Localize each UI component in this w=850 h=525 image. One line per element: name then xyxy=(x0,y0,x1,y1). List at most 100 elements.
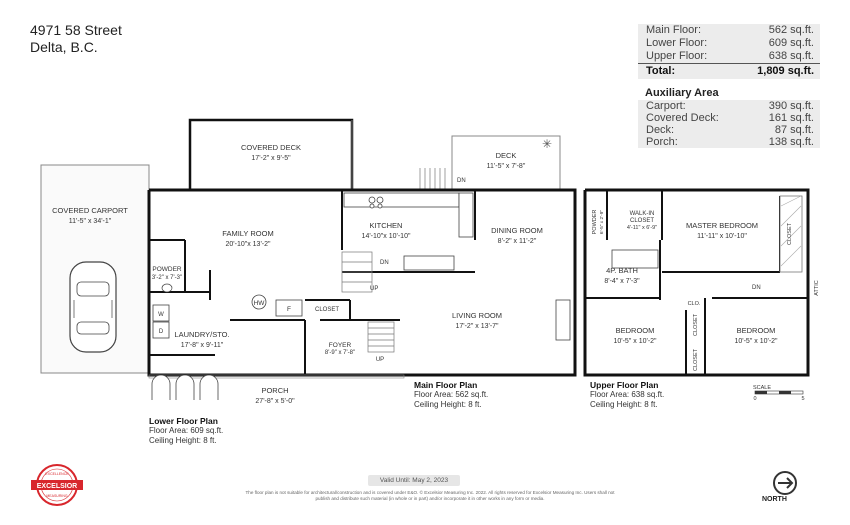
aux-value: 390 sq.ft. xyxy=(768,100,814,112)
area-label: Upper Floor: xyxy=(646,50,708,62)
area-label: Lower Floor: xyxy=(646,37,708,49)
dryer-icon xyxy=(152,321,170,339)
powder-lower-dim: 3'-2" x 7'-3" xyxy=(152,275,182,281)
deck-stairs xyxy=(419,168,446,190)
dining-name: DINING ROOM xyxy=(491,226,543,235)
main-floor-ceiling: Ceiling Height: 8 ft. xyxy=(414,400,482,409)
covered-deck-dim: 17'-2" x 9'-5" xyxy=(251,155,291,162)
powder-upper-dim: 6'-5" x 2'-9" xyxy=(599,210,605,234)
scale-bar: SCALE 0 5 xyxy=(753,385,805,402)
aux-row: Covered Deck: 161 sq.ft. xyxy=(638,112,820,124)
scale-min: 0 xyxy=(753,396,756,402)
total-value: 1,809 sq.ft. xyxy=(757,65,814,77)
total-row: Total: 1,809 sq.ft. xyxy=(638,63,820,79)
powder-upper-label: POWDER xyxy=(592,210,598,235)
auxiliary-summary: Carport:390 sq.ft. Covered Deck: 161 sq.f… xyxy=(638,100,820,148)
scale-label: SCALE xyxy=(753,385,771,391)
bathtub-icon xyxy=(611,249,659,269)
interior-stairs xyxy=(341,251,373,293)
master-name: MASTER BEDROOM xyxy=(686,221,758,230)
foyer-up-label: UP xyxy=(376,357,384,363)
closet-main-label: CLOSET xyxy=(315,307,339,313)
stair-up-label: UP xyxy=(370,286,378,292)
hw-label: HW xyxy=(254,300,266,307)
aux-row: Deck: 87 sq.ft. xyxy=(638,124,820,136)
kitchen-dim: 14'-10"x 10'-10" xyxy=(362,233,411,240)
deck: DECK 11'-5" x 7'-8" ✳ DN xyxy=(419,135,561,191)
water-heater-icon xyxy=(251,294,267,310)
interior-walls xyxy=(149,190,476,375)
lower-floor-caption: Lower Floor Plan Floor Area: 609 sq.ft. … xyxy=(149,416,223,446)
valid-until-badge: Valid Until: May 2, 2023 xyxy=(368,475,460,486)
upper-floor-title: Upper Floor Plan xyxy=(590,380,659,390)
wic-label-1: WALK-IN xyxy=(630,211,655,217)
lower-floor-area: Floor Area: 609 sq.ft. xyxy=(149,426,224,435)
living-name: LIVING ROOM xyxy=(452,311,502,320)
bath-name: 4P. BATH xyxy=(606,266,638,275)
upper-floor-area: Floor Area: 638 sq.ft. xyxy=(590,390,665,399)
disclaimer-text: The floor plan is not suitable for archi… xyxy=(245,490,615,501)
furnace-icon xyxy=(275,299,303,317)
area-value: 638 sq.ft. xyxy=(768,50,814,62)
powder-lower-name: POWDER xyxy=(152,266,182,273)
furnace-label: F xyxy=(287,306,291,313)
attic-label: ATTIC xyxy=(814,280,820,296)
aux-row: Porch:138 sq.ft. xyxy=(638,136,820,148)
washer-icon xyxy=(152,304,170,322)
address-line2: Delta, B.C. xyxy=(30,39,98,55)
logo-bottom-text: MEASURING xyxy=(46,494,67,498)
area-row: Main Floor:562 sq.ft. xyxy=(638,24,820,37)
bath-dim: 8'-4" x 7'-3" xyxy=(604,278,640,285)
master-dim: 11'-11" x 10'-10" xyxy=(697,233,747,240)
area-label: Main Floor: xyxy=(646,24,702,36)
car-icon xyxy=(69,261,117,353)
aux-row: Carport:390 sq.ft. xyxy=(638,100,820,112)
logo-text: EXCELSIOR xyxy=(37,483,77,490)
logo-top-text: EXCELLENCE xyxy=(45,472,69,476)
toilet-icon xyxy=(161,283,173,293)
carport: COVERED CARPORT 11'-5" x 34'-1" xyxy=(40,164,150,374)
stair-dn-label: DN xyxy=(380,260,389,266)
aux-value: 138 sq.ft. xyxy=(768,136,814,148)
main-floor-area: Floor Area: 562 sq.ft. xyxy=(414,390,489,399)
dining-dim: 8'-2" x 11'-2" xyxy=(498,238,537,245)
aux-label: Covered Deck: xyxy=(646,112,719,124)
north-label: NORTH xyxy=(762,496,787,503)
foyer-dim: 8'-9" x 7'-8" xyxy=(325,350,355,356)
upper-walls xyxy=(583,188,810,377)
area-row: Lower Floor: 609 sq.ft. xyxy=(638,37,820,50)
scale-max: 5 xyxy=(801,396,804,402)
wic-dim: 4'-11" x 6'-9" xyxy=(627,225,657,231)
auxiliary-title: Auxiliary Area xyxy=(645,87,719,99)
porch-dim: 27'-8" x 5'-0" xyxy=(255,398,295,405)
porch: PORCH 27'-8" x 5'-0" xyxy=(148,374,405,405)
total-label: Total: xyxy=(646,65,676,77)
lower-floor-ceiling: Ceiling Height: 8 ft. xyxy=(149,436,217,445)
area-value: 609 sq.ft. xyxy=(768,37,814,49)
living-dim: 17'-2" x 13'-7" xyxy=(455,323,499,330)
master-closet-hatch xyxy=(780,195,802,267)
covered-deck-name: COVERED DECK xyxy=(241,143,301,152)
north-arrow-icon xyxy=(773,471,797,495)
clo-label: CLO. xyxy=(688,301,701,307)
bed1-name: BEDROOM xyxy=(616,326,655,335)
main-walls xyxy=(147,188,577,377)
aux-value: 161 sq.ft. xyxy=(768,112,814,124)
kitchen-name: KITCHEN xyxy=(370,221,403,230)
dryer-label: D xyxy=(159,329,164,335)
main-floor-caption: Main Floor Plan Floor Area: 562 sq.ft. C… xyxy=(414,380,488,410)
kitchen-counters xyxy=(343,192,474,271)
aux-value: 87 sq.ft. xyxy=(774,124,814,136)
lower-floor-title: Lower Floor Plan xyxy=(149,416,218,426)
bed2-name: BEDROOM xyxy=(737,326,776,335)
foyer-stairs xyxy=(367,321,395,353)
aux-label: Deck: xyxy=(646,124,675,136)
laundry-dim: 17'-8" x 9'-11" xyxy=(181,342,224,349)
carport-dim: 11'-5" x 34'-1" xyxy=(69,218,112,225)
excelsior-logo: EXCELSIOR EXCELLENCE MEASURING xyxy=(31,464,83,506)
washer-label: W xyxy=(158,312,164,318)
master-closet xyxy=(779,195,803,273)
master-closet-label: CLOSET xyxy=(787,222,793,245)
deck-dim: 11'-5" x 7'-8" xyxy=(487,163,526,170)
